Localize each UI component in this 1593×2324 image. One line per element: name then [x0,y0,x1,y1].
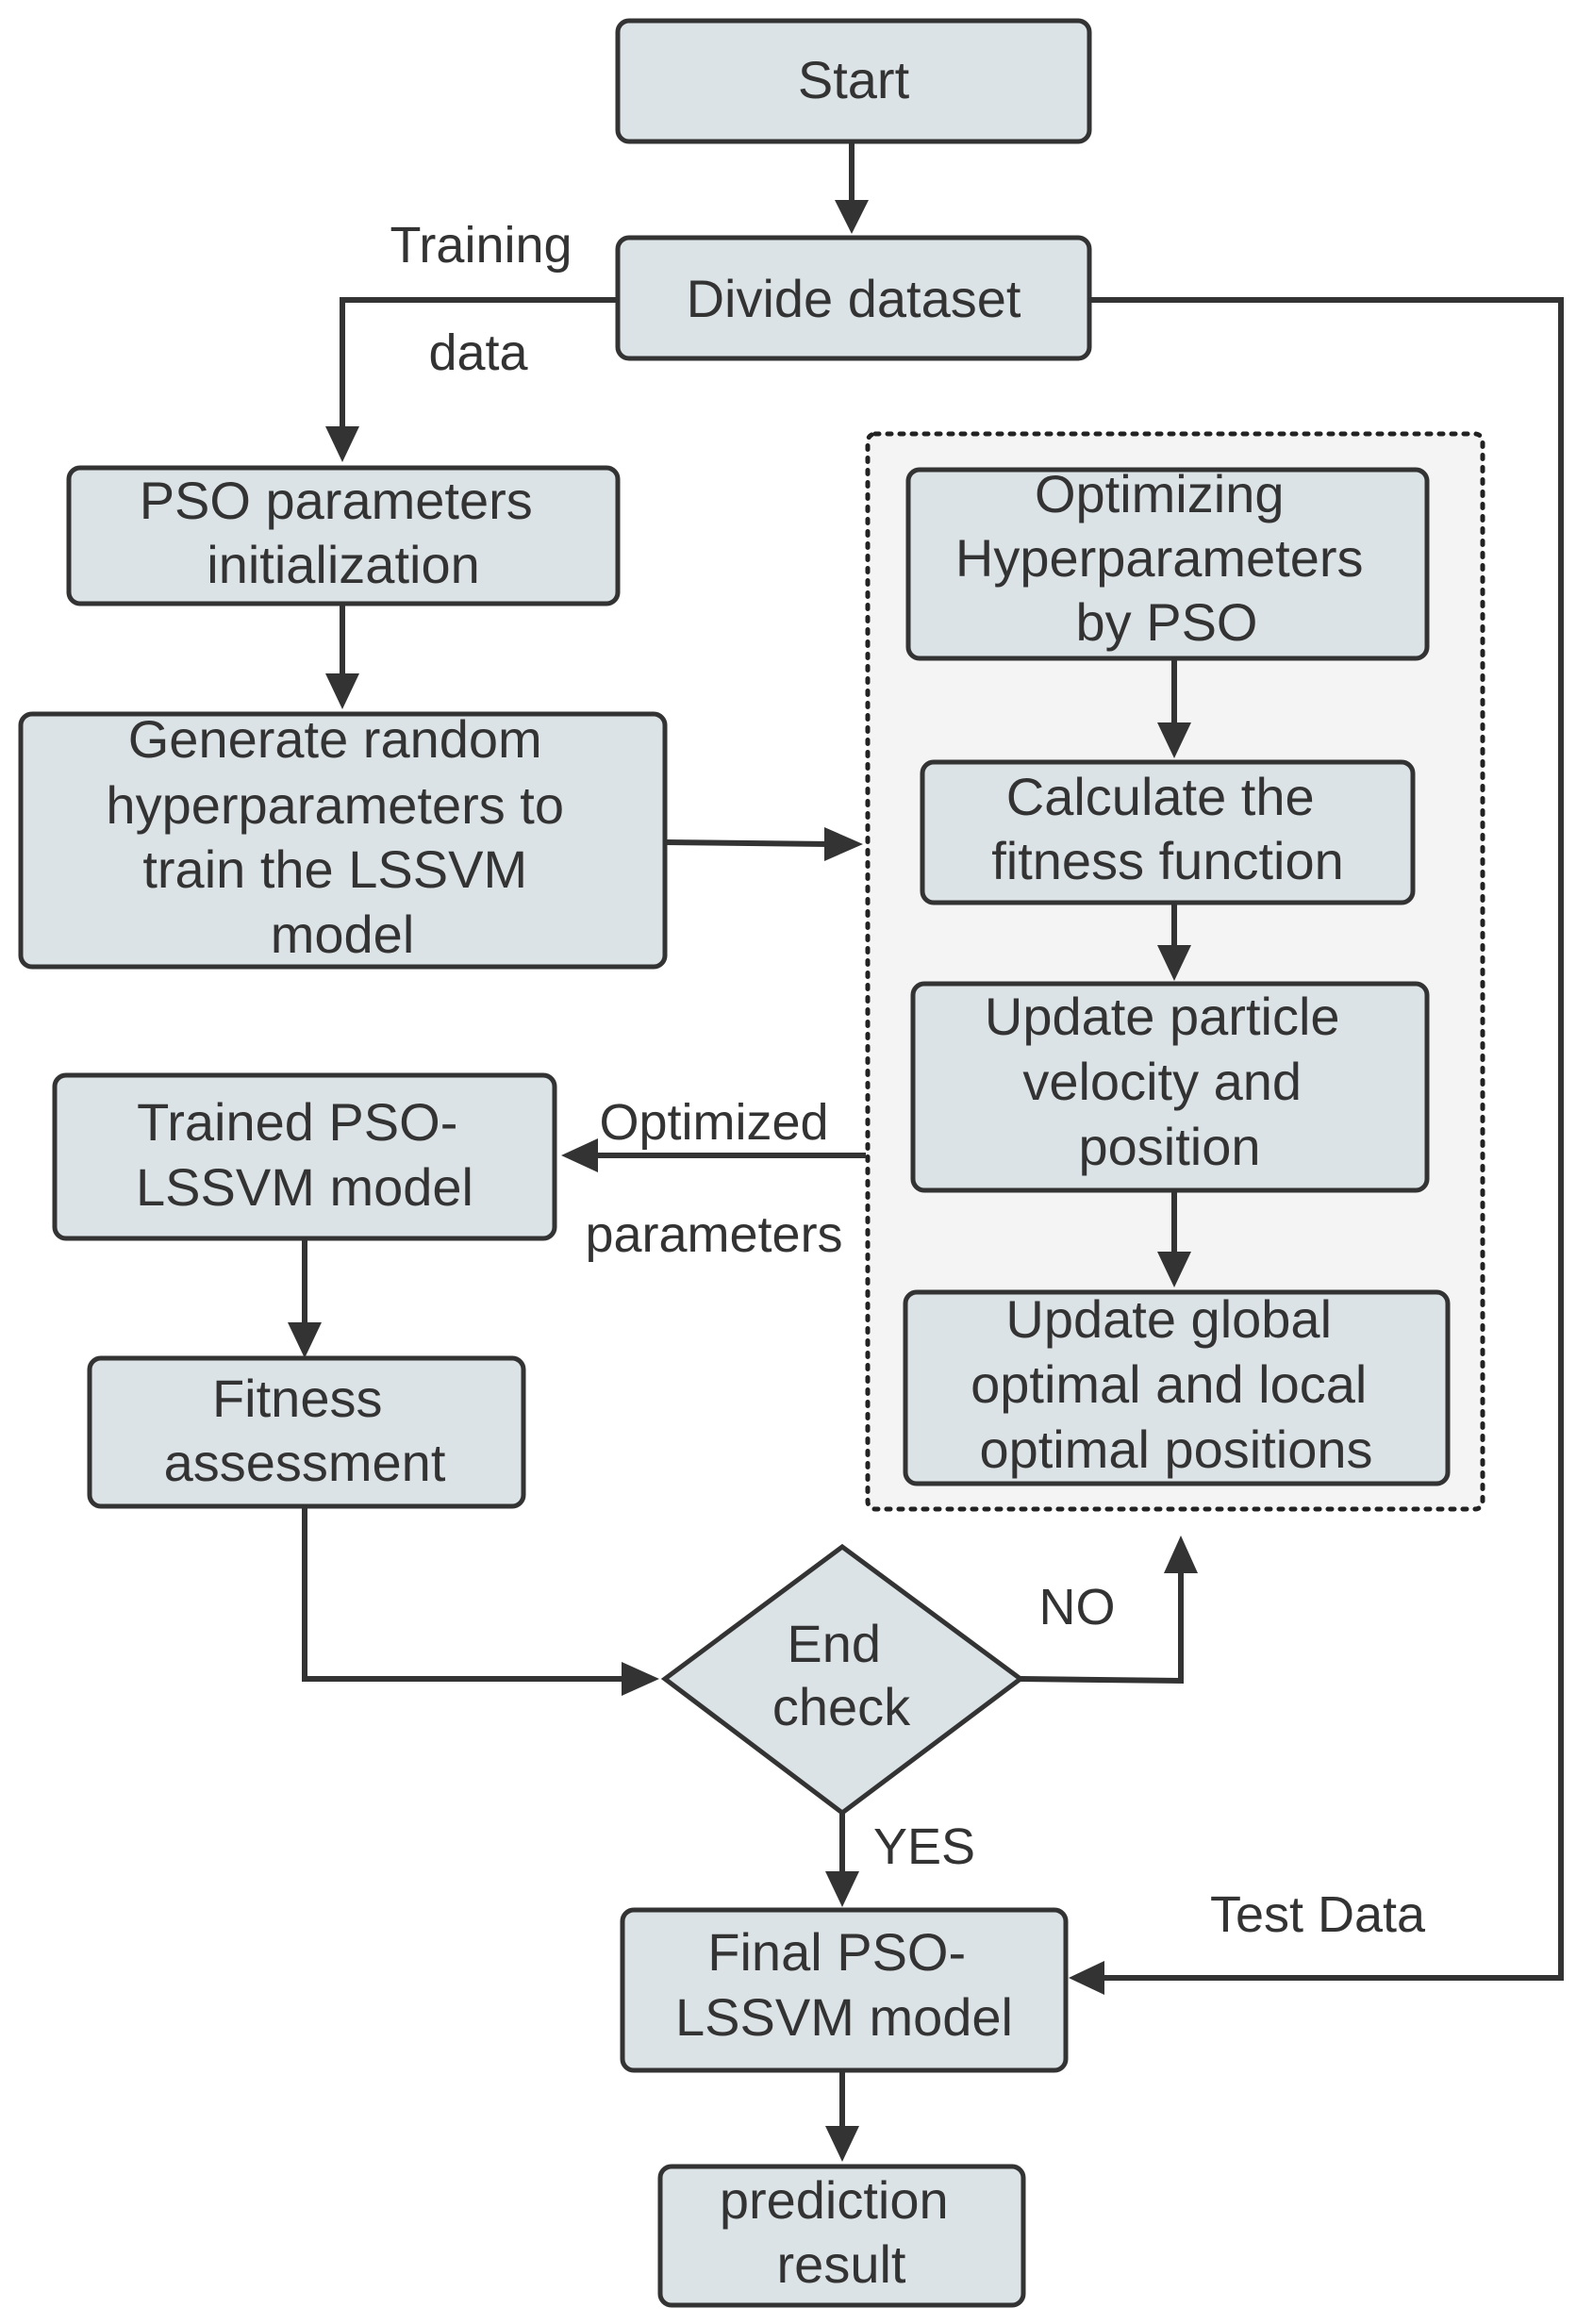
arrowhead-pso-init-to-generate [325,673,359,709]
node-end-check: End check [660,1543,1025,1817]
arrowhead-calculate-to-update-velocity [1157,945,1191,981]
node-prediction-result-label: prediction result [720,2170,963,2294]
edge-generate-to-optimization [664,839,831,847]
arrowhead-final-to-prediction [825,2126,859,2162]
node-pso-parameters-initialization: PSO parameters initialization [66,465,621,606]
label-optimized: Optimized [599,1094,828,1151]
arrowhead-start-to-divide [835,200,869,234]
node-update-global-local-optimal-label: Update global optimal and local optimal … [971,1289,1382,1479]
node-optimizing-hyperparameters: Optimizing Hyperparameters by PSO [905,464,1430,661]
arrowhead-divide-to-pso-init [325,426,359,462]
node-calculate-fitness-function: Calculate the fitness function [920,759,1416,905]
label-parameters: parameters [585,1206,842,1263]
node-prediction-result: prediction result [657,2164,1026,2308]
node-divide-dataset-label: Divide dataset [687,269,1021,328]
arrowhead-end-check-to-optimization [1164,1536,1198,1573]
node-final-pso-lssvm-model: Final PSO- LSSVM model [620,1907,1069,2073]
node-update-global-local-optimal: Update global optimal and local optimal … [903,1289,1451,1486]
node-divide-dataset: Divide dataset [615,235,1092,361]
label-test-data: Test Data [1210,1886,1426,1943]
arrowhead-divide-to-final [1069,1961,1104,1995]
node-fitness-assessment: Fitness assessment [87,1355,526,1509]
node-calculate-fitness-function-label: Calculate the fitness function [991,767,1344,890]
node-trained-pso-lssvm-model-label: Trained PSO- LSSVM model [136,1092,473,1217]
node-fitness-assessment-label: Fitness assessment [164,1369,446,1492]
edge-divide-to-final [1089,297,1564,1981]
edge-end-check-to-optimization [1020,1568,1184,1685]
arrowhead-update-velocity-to-update-global [1157,1252,1191,1287]
edge-fitness-assessment-to-end-check [302,1506,627,1682]
arrowhead-fitness-assessment-to-end-check [622,1662,659,1696]
label-no: NO [1039,1579,1116,1635]
edges [288,141,1564,2162]
arrowhead-generate-to-optimization [824,827,863,861]
node-final-pso-lssvm-model-label: Final PSO- LSSVM model [675,1922,1013,2047]
node-generate-random-hyperparameters: Generate random hyperparameters to train… [18,709,668,970]
arrowhead-optimizing-to-calculate [1157,722,1191,758]
arrowhead-trained-to-fitness-assessment [288,1322,322,1358]
node-pso-parameters-initialization-label: PSO parameters initialization [140,471,548,594]
node-end-check-label: End check [772,1614,911,1736]
node-start: Start [615,18,1092,144]
label-training: Training [390,217,572,274]
node-trained-pso-lssvm-model: Trained PSO- LSSVM model [52,1072,557,1241]
edge-divide-to-pso-init [340,297,618,432]
arrowhead-end-check-to-final [825,1871,859,1907]
node-start-label: Start [798,50,910,109]
node-generate-random-hyperparameters-label: Generate random hyperparameters to train… [106,709,578,964]
arrowhead-optimization-to-trained [561,1138,598,1172]
node-update-particle-velocity-label: Update particle velocity and position [985,987,1354,1176]
label-yes: YES [873,1818,975,1875]
node-update-particle-velocity: Update particle velocity and position [910,981,1430,1193]
node-optimizing-hyperparameters-label: Optimizing Hyperparameters by PSO [955,464,1378,652]
label-data: data [428,324,528,381]
